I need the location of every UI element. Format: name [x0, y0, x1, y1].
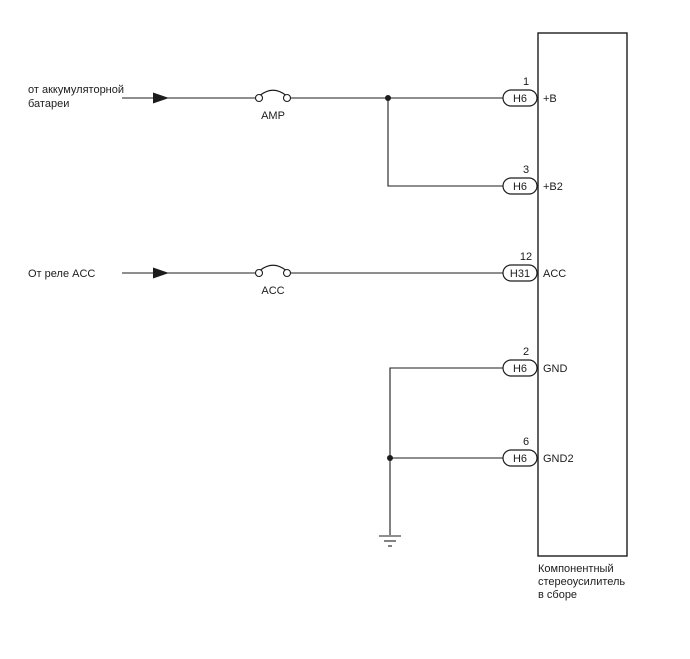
junction-dot-ground [387, 455, 393, 461]
pin-signal-label: GND2 [543, 453, 574, 465]
pin-gnd2: 6 H6 GND2 [502, 436, 574, 467]
fuse-amp-icon [254, 89, 292, 103]
component-caption-line2: стереоусилитель [538, 576, 625, 588]
pin-signal-label: +B2 [543, 181, 563, 193]
pin-pill [502, 359, 538, 377]
component-caption: Компонентный стереоусилитель в сборе [538, 563, 625, 601]
ground-icon [379, 535, 401, 547]
pin-pill [502, 177, 538, 195]
battery-source-label-line1: от аккумуляторной [28, 84, 124, 96]
component-caption-line1: Компонентный [538, 563, 614, 575]
pin-signal-label: +B [543, 93, 557, 105]
pin-b2: 3 H6 +B2 [502, 164, 563, 195]
pin-gnd: 2 H6 GND [502, 346, 568, 377]
pin-number: 12 [520, 251, 532, 263]
fuse-acc-label: ACC [261, 285, 284, 297]
pin-number: 3 [523, 164, 529, 176]
pin-b: 1 H6 +B [502, 76, 557, 107]
amplifier-box [537, 32, 628, 557]
fuse-element [260, 264, 286, 271]
pin-signal-label: GND [543, 363, 568, 375]
fuse-amp-label: AMP [261, 110, 285, 122]
pin-connector-label: H6 [513, 363, 527, 375]
pin-connector-label: H6 [513, 181, 527, 193]
pin-connector-label: H31 [510, 268, 530, 280]
arrow-right-icon [153, 267, 169, 279]
arrow-right-icon [153, 92, 169, 104]
pin-pill [502, 449, 538, 467]
fuse-element [260, 89, 286, 96]
fuse-terminal-right [282, 268, 292, 278]
battery-source-label-line2: батареи [28, 98, 69, 110]
pin-number: 6 [523, 436, 529, 448]
pin-connector-label: H6 [513, 453, 527, 465]
wire-gnd-to-ground [389, 367, 503, 535]
component-caption-line3: в сборе [538, 589, 577, 601]
wire-branch-to-pin-b2 [387, 98, 503, 187]
pin-number: 1 [523, 76, 529, 88]
pin-connector-label: H6 [513, 93, 527, 105]
pin-signal-label: ACC [543, 268, 566, 280]
fuse-terminal-left [254, 268, 264, 278]
acc-source-label: От реле ACC [28, 268, 95, 280]
pin-acc: 12 H31 ACC [502, 251, 566, 282]
pin-pill [502, 264, 538, 282]
pin-pill [502, 89, 538, 107]
fuse-terminal-right [282, 93, 292, 103]
fuse-terminal-left [254, 93, 264, 103]
fuse-acc-icon [254, 264, 292, 278]
pin-number: 2 [523, 346, 529, 358]
